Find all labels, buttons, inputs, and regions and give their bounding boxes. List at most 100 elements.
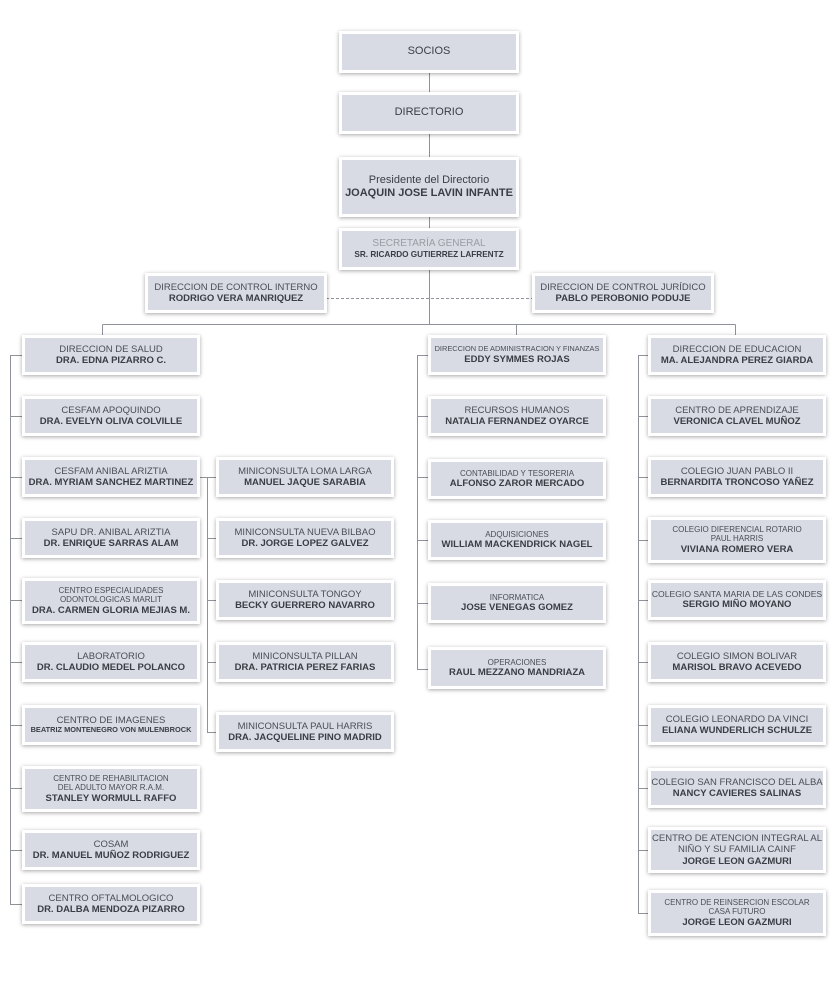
secretaria-title: SECRETARÍA GENERAL	[372, 238, 486, 250]
educacion-item-name: VIVIANA ROMERO VERA	[680, 543, 794, 555]
secretaria-name: SR. RICARDO GUTIERREZ LAFRENTZ	[354, 250, 504, 260]
administracion-item: CONTABILIDAD Y TESORERIA ALFONSO ZAROR M…	[428, 459, 606, 499]
educacion-item: DIRECCION DE EDUCACION MA. ALEJANDRA PER…	[648, 335, 826, 375]
educacion-item-name: SERGIO MIÑO MOYANO	[682, 599, 792, 611]
educacion-item-title: COLEGIO JUAN PABLO II	[680, 465, 794, 477]
salud-item-title: CENTRO OFTALMOLOGICO	[48, 892, 174, 904]
salud-item: CENTRO OFTALMOLOGICO DR. DALBA MENDOZA P…	[22, 884, 200, 924]
presidente-title: Presidente del Directorio	[368, 173, 490, 186]
educacion-item-title: COLEGIO SANTA MARIA DE LAS CONDES	[651, 589, 823, 600]
directorio-box: DIRECTORIO	[339, 92, 519, 134]
salud-item: CENTRO ESPECIALIDADES ODONTOLOGICAS MARL…	[22, 578, 200, 624]
presidente-box: Presidente del Directorio JOAQUIN JOSE L…	[339, 157, 519, 217]
control-interno-title: DIRECCION DE CONTROL INTERNO	[154, 281, 318, 293]
educacion-item-title: CENTRO DE ATENCION INTEGRAL AL	[652, 832, 822, 844]
educacion-item-title: COLEGIO LEONARDO DA VINCI	[665, 713, 809, 725]
salud-item: CESFAM APOQUINDO DRA. EVELYN OLIVA COLVI…	[22, 396, 200, 436]
educacion-item-title2: PAUL HARRIS	[710, 534, 764, 544]
salud-item-name: DR. CLAUDIO MEDEL POLANCO	[36, 662, 186, 673]
salud-item: CENTRO DE IMAGENES BEATRIZ MONTENEGRO VO…	[22, 705, 200, 745]
socios-box: SOCIOS	[339, 31, 519, 73]
administracion-item-title: RECURSOS HUMANOS	[464, 404, 570, 416]
salud-item-title: CENTRO ESPECIALIDADES	[58, 585, 164, 595]
administracion-item: OPERACIONES RAUL MEZZANO MANDRIAZA	[428, 647, 606, 689]
administracion-item-name: JOSE VENEGAS GOMEZ	[461, 602, 573, 614]
miniconsulta-item-name: DR. JORGE LOPEZ GALVEZ	[241, 538, 369, 549]
administracion-item-title: INFORMATICA	[489, 592, 545, 602]
miniconsulta-item: MINICONSULTA LOMA LARGA MANUEL JAQUE SAR…	[216, 457, 394, 497]
educacion-item-title2: NIÑO Y SU FAMILIA CAINF	[678, 844, 796, 856]
salud-item-name: DRA. MYRIAM SANCHEZ MARTINEZ	[28, 477, 194, 488]
educacion-item-name: JORGE LEON GAZMURI	[682, 916, 792, 928]
educacion-item-title: COLEGIO DIFERENCIAL ROTARIO	[672, 524, 802, 534]
salud-item: SAPU DR. ANIBAL ARIZTIA DR. ENRIQUE SARR…	[22, 518, 200, 558]
salud-item-title: SAPU DR. ANIBAL ARIZTIA	[51, 526, 171, 538]
administracion-item-name: ALFONSO ZAROR MERCADO	[449, 478, 585, 490]
administracion-item-name: EDDY SYMMES ROJAS	[464, 353, 570, 365]
educacion-item-title: COLEGIO SAN FRANCISCO DEL ALBA	[651, 776, 823, 788]
salud-item-title2: ODONTOLOGICAS MARLIT	[59, 595, 163, 605]
miniconsulta-item-name: MANUEL JAQUE SARABIA	[244, 477, 366, 488]
salud-item-name: STANLEY WORMULL RAFFO	[45, 792, 177, 804]
control-interno-name: RODRIGO VERA MANRIQUEZ	[168, 293, 304, 304]
educacion-item-name: MA. ALEJANDRA PEREZ GIARDA	[660, 355, 814, 366]
salud-item: CESFAM ANIBAL ARIZTIA DRA. MYRIAM SANCHE…	[22, 457, 200, 497]
miniconsulta-item-title: MINICONSULTA LOMA LARGA	[238, 465, 372, 477]
administracion-item-name: WILLIAM MACKENDRICK NAGEL	[441, 539, 593, 551]
salud-item: LABORATORIO DR. CLAUDIO MEDEL POLANCO	[22, 642, 200, 682]
salud-item-title2: DEL ADULTO MAYOR R.A.M.	[57, 783, 165, 793]
miniconsulta-item-name: BECKY GUERRERO NAVARRO	[235, 600, 375, 611]
salud-item-title: DIRECCION DE SALUD	[59, 343, 163, 355]
educacion-item: COLEGIO SAN FRANCISCO DEL ALBA NANCY CAV…	[648, 768, 826, 808]
salud-item-name: DR. MANUEL MUÑOZ RODRIGUEZ	[32, 850, 190, 861]
educacion-item-name: JORGE LEON GAZMURI	[682, 855, 792, 867]
salud-item-title: CENTRO DE IMAGENES	[56, 714, 166, 726]
administracion-item-title: ADQUISICIONES	[485, 529, 549, 539]
miniconsulta-item-title: MINICONSULTA PILLAN	[252, 650, 358, 662]
salud-item-name: DR. ENRIQUE SARRAS ALAM	[43, 538, 179, 549]
presidente-name: JOAQUIN JOSE LAVIN INFANTE	[345, 187, 513, 199]
miniconsulta-item-name: DRA. JACQUELINE PINO MADRID	[228, 732, 382, 743]
salud-item-name: DRA. CARMEN GLORIA MEJIAS M.	[32, 604, 190, 616]
miniconsulta-item: MINICONSULTA NUEVA BILBAO DR. JORGE LOPE…	[216, 518, 394, 558]
educacion-item: CENTRO DE APRENDIZAJE VERONICA CLAVEL MU…	[648, 396, 826, 436]
salud-item-title: LABORATORIO	[77, 650, 145, 662]
educacion-item: COLEGIO DIFERENCIAL ROTARIO PAUL HARRIS …	[648, 517, 826, 563]
administracion-item-name: RAUL MEZZANO MANDRIAZA	[449, 667, 585, 679]
control-interno-box: DIRECCION DE CONTROL INTERNO RODRIGO VER…	[145, 273, 327, 313]
salud-item-name: DRA. EVELYN OLIVA COLVILLE	[39, 416, 183, 427]
miniconsulta-item: MINICONSULTA PILLAN DRA. PATRICIA PEREZ …	[216, 642, 394, 682]
miniconsulta-item: MINICONSULTA TONGOY BECKY GUERRERO NAVAR…	[216, 580, 394, 620]
educacion-item-name: VERONICA CLAVEL MUÑOZ	[673, 416, 801, 427]
salud-item-title: COSAM	[93, 838, 129, 850]
salud-item-name: DR. DALBA MENDOZA PIZARRO	[37, 904, 185, 915]
administracion-item-title: CONTABILIDAD Y TESORERIA	[459, 468, 575, 478]
administracion-item-title: DIRECCION DE ADMINISTRACION Y FINANZAS	[434, 343, 600, 353]
administracion-item-title: OPERACIONES	[487, 657, 547, 667]
educacion-item: COLEGIO LEONARDO DA VINCI ELIANA WUNDERL…	[648, 705, 826, 745]
administracion-item: DIRECCION DE ADMINISTRACION Y FINANZAS E…	[428, 335, 606, 375]
administracion-item-name: NATALIA FERNANDEZ OYARCE	[445, 416, 589, 427]
educacion-item-name: MARISOL BRAVO ACEVEDO	[672, 662, 802, 673]
salud-item-title: CENTRO DE REHABILITACION	[53, 773, 169, 783]
administracion-item: RECURSOS HUMANOS NATALIA FERNANDEZ OYARC…	[428, 396, 606, 436]
salud-item: COSAM DR. MANUEL MUÑOZ RODRIGUEZ	[22, 830, 200, 870]
educacion-item-title: CENTRO DE APRENDIZAJE	[675, 404, 799, 416]
educacion-item: COLEGIO SANTA MARIA DE LAS CONDES SERGIO…	[648, 580, 826, 620]
administracion-item: ADQUISICIONES WILLIAM MACKENDRICK NAGEL	[428, 520, 606, 560]
salud-item: DIRECCION DE SALUD DRA. EDNA PIZARRO C.	[22, 335, 200, 375]
educacion-item-title2: CASA FUTURO	[708, 907, 766, 917]
educacion-item-name: ELIANA WUNDERLICH SCHULZE	[661, 725, 813, 736]
control-juridico-name: PABLO PEROBONIO PODUJE	[555, 293, 691, 304]
educacion-item-title: COLEGIO SIMON BOLIVAR	[676, 650, 798, 662]
miniconsulta-item-name: DRA. PATRICIA PEREZ FARIAS	[234, 662, 376, 673]
educacion-item-title: CENTRO DE REINSERCION ESCOLAR	[664, 897, 810, 907]
educacion-item: COLEGIO SIMON BOLIVAR MARISOL BRAVO ACEV…	[648, 642, 826, 682]
salud-item-title: CESFAM ANIBAL ARIZTIA	[54, 465, 168, 477]
educacion-item-title: DIRECCION DE EDUCACION	[672, 343, 802, 355]
secretaria-box: SECRETARÍA GENERAL SR. RICARDO GUTIERREZ…	[339, 228, 519, 270]
salud-item: CENTRO DE REHABILITACION DEL ADULTO MAYO…	[22, 766, 200, 812]
miniconsulta-item: MINICONSULTA PAUL HARRIS DRA. JACQUELINE…	[216, 712, 394, 752]
